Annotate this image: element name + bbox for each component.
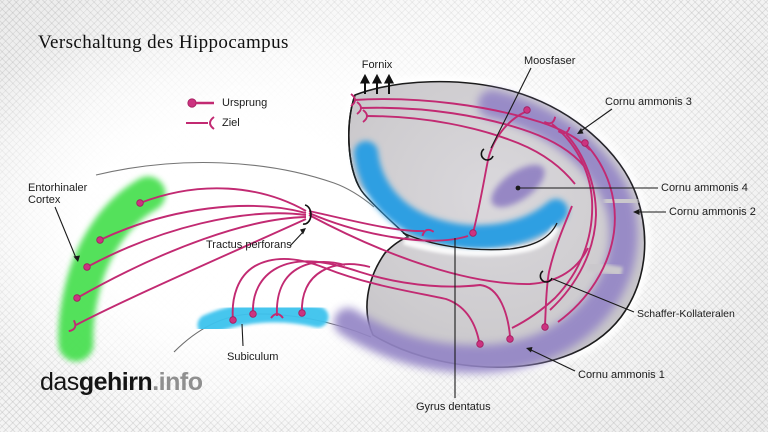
- ursprung-dot-icon: [187, 98, 197, 108]
- legend-symbols: [186, 98, 215, 130]
- target-forks: [68, 93, 571, 333]
- dasgehirn-info-logo: dasgehirn.info: [40, 368, 203, 397]
- logo-info: .info: [152, 368, 203, 396]
- label-entorhinaler-cortex: Entorhinaler Cortex: [28, 182, 88, 206]
- label-cornu-ammonis-1: Cornu ammonis 1: [578, 369, 665, 381]
- label-cornu-ammonis-3: Cornu ammonis 3: [605, 96, 692, 108]
- legend-ziel-label: Ziel: [222, 117, 240, 129]
- label-subiculum: Subiculum: [227, 351, 279, 363]
- legend-ursprung-label: Ursprung: [222, 97, 268, 109]
- cornu-ammonis-band-region: [334, 90, 638, 374]
- synapse-loop-icons: [302, 148, 553, 283]
- fornix-arrows-icon: [359, 73, 395, 94]
- gyrus-dentatus-region: [354, 141, 568, 250]
- label-cornu-ammonis-2: Cornu ammonis 2: [669, 206, 756, 218]
- logo-das: das: [40, 368, 79, 396]
- colored-regions: [58, 90, 639, 374]
- label-schaffer-kollateralen: Schaffer-Kollateralen: [637, 308, 735, 320]
- leader-lines: [54, 67, 666, 398]
- label-cornu-ammonis-4: Cornu ammonis 4: [661, 182, 748, 194]
- fiber-tracts: [75, 98, 616, 342]
- label-moosfaser: Moosfaser: [524, 55, 576, 67]
- entorhinal-cortex-region: [58, 176, 166, 362]
- page-title: Verschaltung des Hippocampus: [38, 32, 289, 53]
- origin-dots: [73, 106, 589, 348]
- label-gyrus-dentatus: Gyrus dentatus: [416, 401, 491, 413]
- ziel-fork-icon: [209, 116, 215, 130]
- subiculum-region: [197, 301, 329, 336]
- logo-gehirn: gehirn: [78, 368, 153, 396]
- label-tractus-perforans: Tractus perforans: [206, 239, 292, 251]
- label-fornix: Fornix: [361, 59, 393, 71]
